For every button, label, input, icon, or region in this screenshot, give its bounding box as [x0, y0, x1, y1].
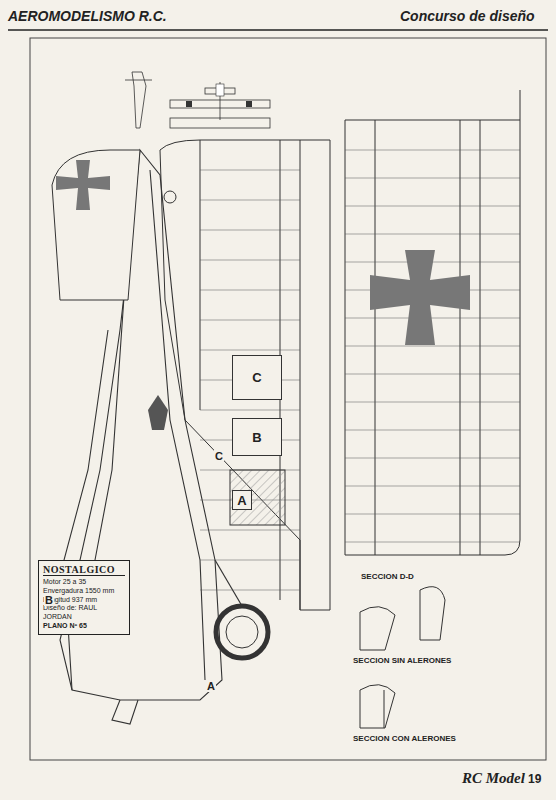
stabilizer-ribs — [200, 170, 300, 590]
rib-line — [345, 402, 520, 403]
header-rule — [8, 29, 548, 31]
part-a-sheet — [230, 470, 285, 525]
magazine-logo: RC Model — [462, 770, 525, 787]
title-text: PLANO Nº 65 — [43, 622, 125, 631]
title-text: Longitud 937 mm — [43, 596, 125, 605]
wing-ribs — [345, 150, 520, 542]
part-label: B — [232, 418, 282, 456]
rib-line — [345, 430, 520, 431]
rib-line — [345, 374, 520, 375]
rib-line — [345, 178, 520, 179]
small-crosses — [186, 84, 252, 107]
section-label: SECCION CON ALERONES — [352, 734, 457, 743]
rib-line — [200, 530, 300, 531]
rib-line — [345, 234, 520, 235]
rib-line — [345, 458, 520, 459]
rib-line — [200, 320, 300, 321]
part-letter: C — [252, 370, 261, 385]
rib-line — [200, 260, 300, 261]
rib-line — [345, 486, 520, 487]
emblem — [148, 395, 168, 430]
section-label: SECCION SIN ALERONES — [352, 656, 452, 665]
three-view — [125, 72, 270, 128]
rib-line — [345, 514, 520, 515]
rib-line — [345, 346, 520, 347]
plan-frame — [30, 38, 546, 760]
rib-line — [200, 350, 300, 351]
wheel — [216, 606, 268, 658]
rib-line — [345, 150, 520, 151]
title-text: NOSTALGICO — [43, 564, 125, 576]
part-letter: B — [252, 430, 261, 445]
page-number: 19 — [528, 772, 541, 786]
header-title: Concurso de diseño — [400, 8, 535, 24]
title-text: Diseño de: RAUL JORDAN — [43, 604, 125, 622]
stabilizer-plan — [160, 140, 330, 610]
rib-line — [200, 200, 300, 201]
rib-line — [345, 318, 520, 319]
rib-line — [200, 560, 300, 561]
rib-line — [345, 206, 520, 207]
section-marker: A — [206, 680, 216, 692]
rib-line — [200, 590, 300, 591]
wing-iron-cross — [370, 250, 470, 345]
iron-cross — [56, 160, 110, 210]
part-label: C — [232, 355, 282, 400]
rib-line — [200, 290, 300, 291]
fin-rudder — [52, 150, 140, 300]
rib-line — [200, 410, 300, 411]
rib-line — [200, 230, 300, 231]
section-marker: B — [44, 594, 54, 606]
wing-plan — [345, 90, 520, 555]
landing-gear — [215, 560, 242, 606]
header-title: AEROMODELISMO R.C. — [8, 8, 167, 24]
tailskid-hinge — [164, 191, 176, 203]
part-letter: A — [237, 493, 246, 508]
rib-line — [345, 542, 520, 543]
section-marker: C — [214, 450, 224, 462]
wheel-hub — [226, 616, 258, 648]
section-label: SECCION D-D — [360, 572, 415, 581]
title-text: Envergadura 1550 mm — [43, 587, 125, 596]
part-label: A — [232, 490, 252, 510]
title-text: Motor 25 a 35 — [43, 578, 125, 587]
rib-line — [200, 170, 300, 171]
